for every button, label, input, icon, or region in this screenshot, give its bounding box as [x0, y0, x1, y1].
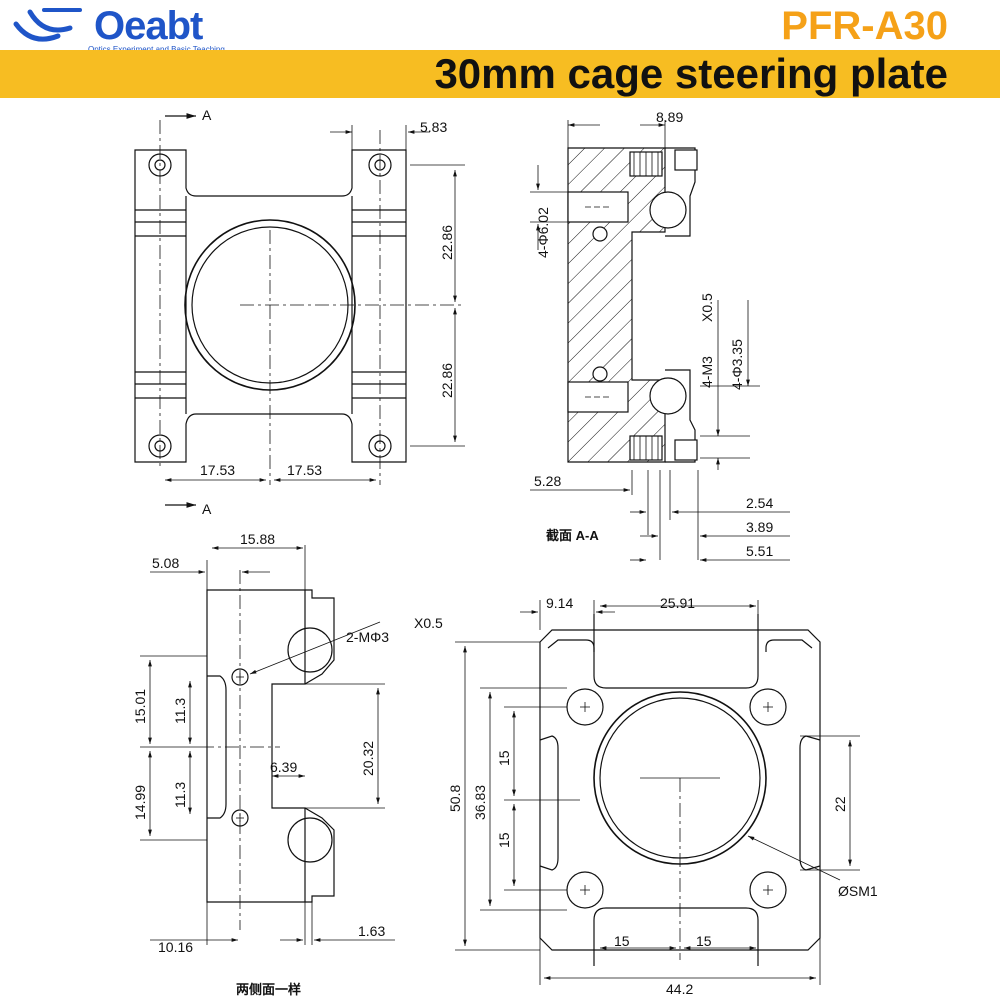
dim-back-lower: 15	[496, 832, 512, 848]
dim-section-left-bottom: 5.28	[534, 473, 561, 489]
dim-section-pitch: X0.5	[699, 293, 715, 322]
front-outline	[134, 149, 407, 463]
section-caption: 截面 A-A	[546, 528, 599, 543]
header: Oeabt Optics Experiment and Basic Teachi…	[0, 0, 1000, 108]
section-view-labels: 8.89 4-Φ6.02 4-M3 X0.5 4-Φ3.35 5.28 2.54…	[534, 109, 773, 559]
dim-section-d1: 2.54	[746, 495, 773, 511]
dim-back-bottom-left: 15	[614, 933, 630, 949]
side-outline	[206, 589, 306, 903]
dim-side-left-lower: 14.99	[132, 785, 148, 820]
side-view-labels: 5.08 15.88 2-MΦ3 X0.5 15.01 11.3 20.32 6…	[132, 531, 443, 997]
dim-back-height: 50.8	[447, 785, 463, 812]
dim-side-inner-lower: 11.3	[172, 782, 188, 808]
back-view-labels: 9.14 25.91 50.8 36.83 15 15 22 ØSM1 15 1…	[447, 595, 878, 997]
back-hole-br	[749, 871, 787, 909]
title-banner: 30mm cage steering plate	[0, 50, 1000, 98]
dim-front-lower: 22.86	[439, 363, 455, 398]
logo: Oeabt Optics Experiment and Basic Teachi…	[10, 4, 250, 54]
dim-section-hole-left: 4-Φ6.02	[535, 207, 551, 258]
dim-side-thread: 2-MΦ3	[346, 629, 389, 645]
dim-back-width: 44.2	[666, 981, 693, 997]
dim-back-upper: 15	[496, 750, 512, 766]
dim-section-d3: 5.51	[746, 543, 773, 559]
dim-back-top: 25.91	[660, 595, 695, 611]
back-slot-left	[539, 735, 559, 871]
dim-side-slot: 20.32	[360, 741, 376, 776]
dim-front-left: 17.53	[200, 462, 235, 478]
side-hole-top	[287, 627, 333, 673]
front-rail-top	[135, 209, 406, 237]
dim-side-slot-width: 6.39	[270, 759, 297, 775]
dim-side-bottom-left: 10.16	[158, 939, 193, 955]
banner-title: 30mm cage steering plate	[434, 50, 948, 97]
dim-section-hole-right: 4-Φ3.35	[729, 339, 745, 390]
dim-side-top: 15.88	[240, 531, 275, 547]
section-mark-bottom: A	[202, 501, 212, 517]
section-hole-bottom	[649, 377, 687, 415]
side-thread-top	[231, 668, 249, 686]
dim-side-top-left: 5.08	[152, 555, 179, 571]
dim-side-inner-upper: 11.3	[172, 698, 188, 724]
dim-section-top: 8.89	[656, 109, 683, 125]
section-hole-top	[649, 191, 687, 229]
dim-back-slot: 22	[832, 796, 848, 812]
front-view	[134, 113, 465, 508]
dim-front-right: 17.53	[287, 462, 322, 478]
side-hole-bottom	[287, 817, 333, 863]
dim-side-pitch: X0.5	[414, 615, 443, 631]
dim-side-left-upper: 15.01	[132, 689, 148, 724]
back-slot-right	[799, 735, 821, 871]
dim-back-holes: 36.83	[472, 785, 488, 820]
logo-tagline: Optics Experiment and Basic Teaching	[88, 45, 225, 54]
back-hole-tr	[749, 688, 787, 726]
dim-back-bore: ØSM1	[838, 883, 878, 899]
dim-front-upper: 22.86	[439, 225, 455, 260]
front-view-labels: A A 5.83 22.86 22.86 17.53 17.53	[200, 107, 455, 517]
dim-back-bottom-right: 15	[696, 933, 712, 949]
section-mark-top: A	[202, 107, 212, 123]
dim-back-top-left: 9.14	[546, 595, 573, 611]
section-view	[530, 120, 790, 562]
dim-section-thread: 4-M3	[699, 356, 715, 388]
dim-front-top: 5.83	[420, 119, 447, 135]
front-rail-bottom	[135, 371, 406, 399]
logo-text: Oeabt	[94, 4, 203, 48]
side-caption: 两侧面一样	[236, 982, 301, 997]
dim-side-bottom-right: 1.63	[358, 923, 385, 939]
side-view	[140, 545, 395, 945]
logo-mark-icon	[13, 8, 82, 42]
model-number: PFR-A30	[781, 4, 948, 48]
dim-section-d2: 3.89	[746, 519, 773, 535]
back-view	[455, 600, 860, 985]
